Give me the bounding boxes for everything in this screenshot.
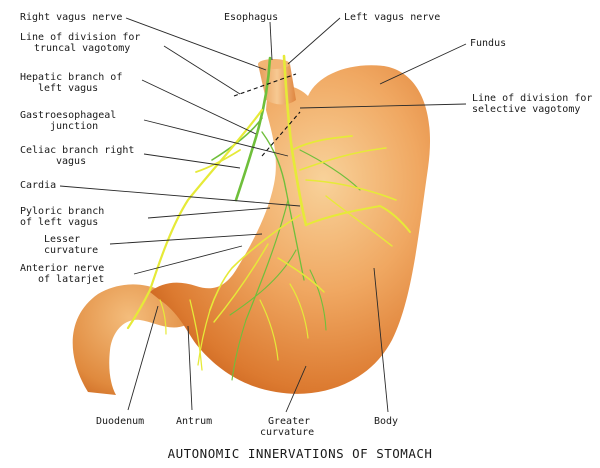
label-selective-vagotomy-line2: selective vagotomy <box>472 104 580 115</box>
label-pyloric-branch-line1: Pyloric branch <box>20 206 104 217</box>
esophagus-opening <box>258 59 290 69</box>
truncal-vagotomy-line <box>233 73 297 97</box>
label-celiac-branch-line1: Celiac branch right <box>20 145 134 156</box>
label-truncal-vagotomy-line2: truncal vagotomy <box>34 43 130 54</box>
label-greater-curvature-line2: curvature <box>260 427 314 438</box>
stomach-shape <box>150 65 431 394</box>
label-lesser-curvature-line2: curvature <box>44 245 98 256</box>
label-greater-curvature-line1: Greater <box>268 416 310 427</box>
label-left-vagus-nerve: Left vagus nerve <box>344 12 440 23</box>
label-esophagus: Esophagus <box>224 12 278 23</box>
label-cardia: Cardia <box>20 180 56 191</box>
label-truncal-vagotomy-line1: Line of division for <box>20 32 140 43</box>
label-hepatic-branch-line2: left vagus <box>38 83 98 94</box>
label-right-vagus-nerve: Right vagus nerve <box>20 12 122 23</box>
diagram-title: AUTONOMIC INNERVATIONS OF STOMACH <box>168 446 433 461</box>
label-anterior-nerve-line2: of latarjet <box>38 274 104 285</box>
label-celiac-branch-line2: vagus <box>56 156 86 167</box>
yellow-nerves <box>126 54 411 371</box>
label-duodenum: Duodenum <box>96 416 144 427</box>
label-pyloric-branch-line2: of left vagus <box>20 217 98 228</box>
duodenum-shape <box>72 284 186 395</box>
label-selective-vagotomy-line1: Line of division for <box>472 93 592 104</box>
label-gastroesophageal-line1: Gastroesophageal <box>20 110 116 121</box>
selective-vagotomy-line <box>261 111 301 157</box>
label-gastroesophageal-line2: junction <box>50 121 98 132</box>
label-lesser-curvature-line1: Lesser <box>44 234 80 245</box>
green-nerves <box>211 56 361 381</box>
label-body: Body <box>374 416 398 427</box>
leader-lines <box>59 17 467 413</box>
labels: Right vagus nerve Esophagus Left vagus n… <box>20 12 592 438</box>
label-antrum: Antrum <box>176 416 212 427</box>
label-hepatic-branch-line1: Hepatic branch of <box>20 72 122 83</box>
label-fundus: Fundus <box>470 38 506 49</box>
label-anterior-nerve-line1: Anterior nerve <box>20 263 104 274</box>
